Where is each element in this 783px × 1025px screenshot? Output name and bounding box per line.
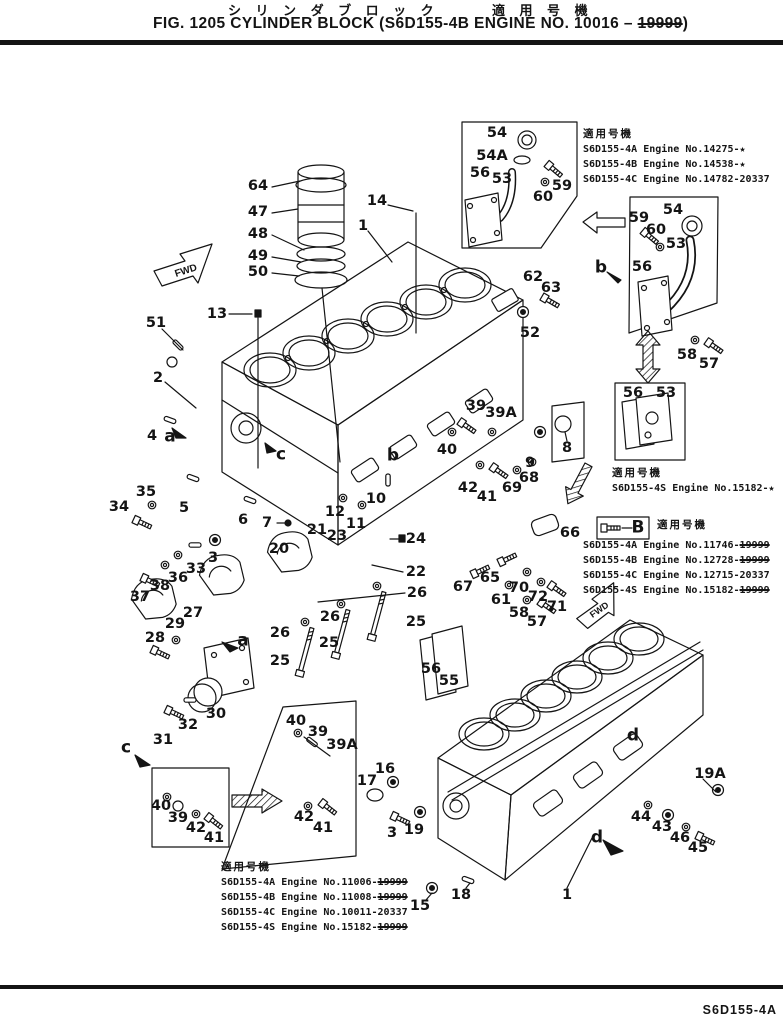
applicability-heading: 適用号機	[221, 861, 271, 873]
svg-text:FWD: FWD	[588, 600, 611, 620]
applicability-line: S6D155-4A Engine No.11006-19999	[221, 877, 408, 888]
applicability-line: S6D155-4S Engine No.15182-19999	[221, 922, 408, 933]
applicability-heading-japanese: 適 用 号 機	[492, 4, 593, 19]
applicability-line: S6D155-4C Engine No.14782-20337	[583, 174, 770, 185]
detail-box-bolt-b	[596, 516, 650, 540]
sheet-code: S6D155-4A	[702, 1003, 777, 1017]
detail-box-c	[151, 767, 283, 848]
detail-box-a	[461, 121, 626, 249]
applicability-heading: 適用号機	[657, 519, 707, 531]
header-rule	[0, 40, 783, 45]
applicability-line: S6D155-4S Engine No.15182-★	[612, 483, 775, 494]
applicability-heading: 適用号機	[612, 467, 662, 479]
applicability-line: S6D155-4A Engine No.14275-★	[583, 144, 746, 155]
pointer-arrow-icon	[582, 211, 626, 234]
applicability-line: S6D155-4B Engine No.12728-19999	[583, 555, 770, 566]
hatched-arrow-icon	[565, 462, 593, 505]
applicability-line: S6D155-4S Engine No.15182-19999	[583, 585, 770, 596]
applicability-line: S6D155-4B Engine No.11008-19999	[221, 892, 408, 903]
item-8-inset	[551, 401, 585, 463]
leader-lines	[161, 180, 717, 901]
fwd-flag-icon: FWD	[153, 243, 213, 287]
superseded-serial: 19999	[637, 15, 683, 32]
detail-box-plates	[565, 382, 686, 505]
cylinder-liner-art	[294, 164, 348, 463]
figure-title: FIG. 1205 CYLINDER BLOCK (S6D155-4B ENGI…	[153, 15, 689, 32]
upper-cylinder-block-art	[221, 212, 524, 546]
lower-cylinder-block-art	[437, 619, 704, 881]
applicability-block-mid-right: 適用号機 S6D155-4S Engine No.15182-★	[612, 466, 775, 496]
footer-rule	[0, 985, 783, 989]
applicability-line: S6D155-4B Engine No.14538-★	[583, 159, 746, 170]
applicability-block-top-right: 適用号機 S6D155-4A Engine No.14275-★ S6D155-4…	[583, 127, 770, 187]
pointer-arrow-icon	[606, 271, 622, 284]
detail-panel-39a	[221, 700, 357, 870]
svg-text:FWD: FWD	[174, 262, 199, 280]
cover-plate-art	[149, 635, 255, 722]
applicability-line: S6D155-4A Engine No.11746-19999	[583, 540, 770, 551]
applicability-line: S6D155-4C Engine No.10011-20337	[221, 907, 408, 918]
double-arrow-icon	[635, 330, 661, 384]
detail-box-b	[606, 196, 725, 384]
hatched-arrow-icon	[231, 788, 283, 814]
page-title-japanese: シ リ ン ダ ブ ロ ッ ク	[228, 4, 439, 19]
marker-arrows	[134, 427, 624, 856]
applicability-line: S6D155-4C Engine No.12715-20337	[583, 570, 770, 581]
applicability-heading: 適用号機	[583, 128, 633, 140]
